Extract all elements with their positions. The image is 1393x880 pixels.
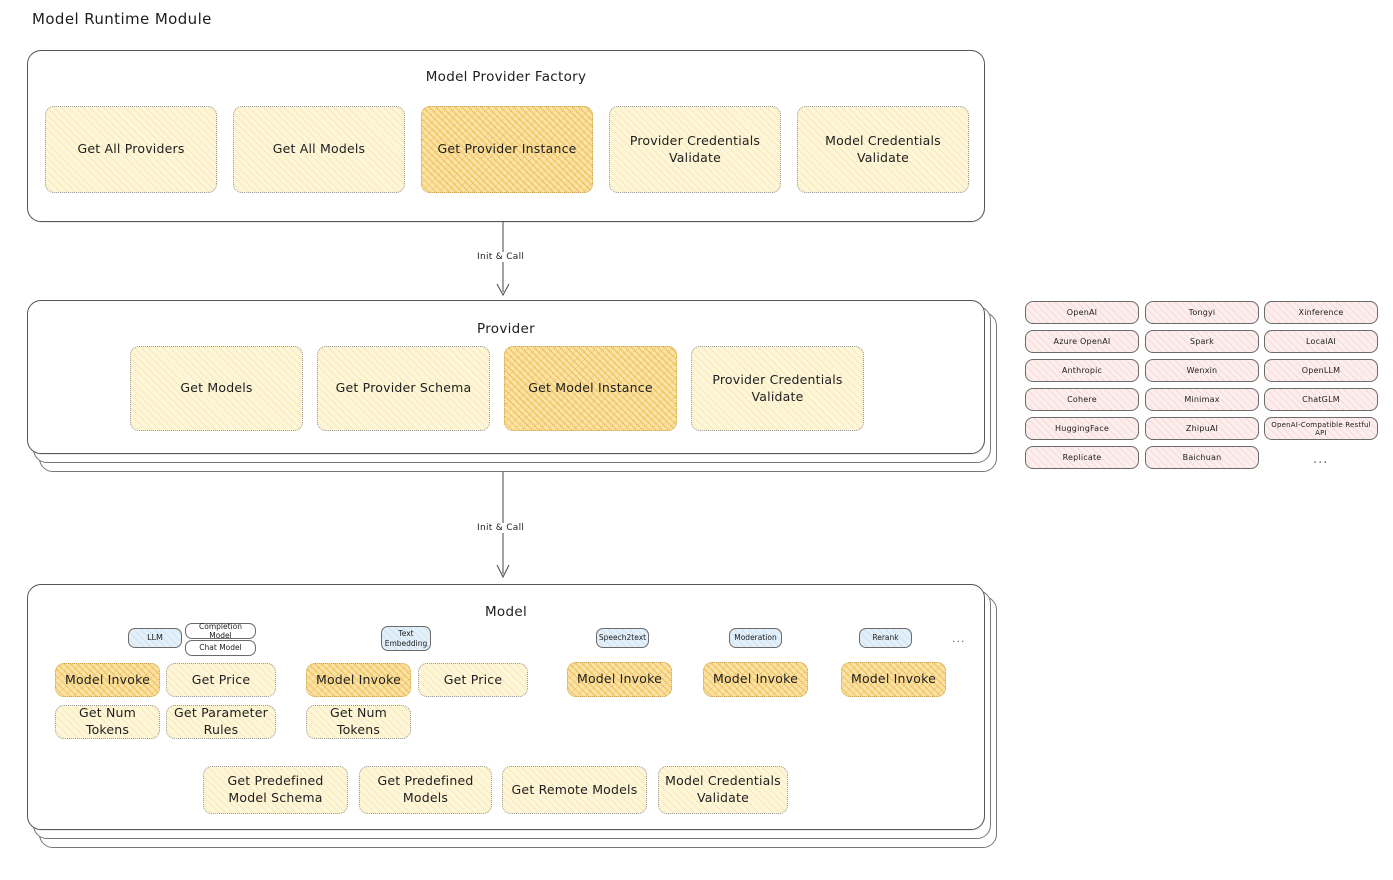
model-type-badge-moderation[interactable]: Moderation	[729, 628, 782, 648]
llm-method-model-invoke[interactable]: Model Invoke	[55, 663, 160, 697]
provider-chip-minimax[interactable]: Minimax	[1145, 388, 1259, 411]
provider-chip-openllm[interactable]: OpenLLM	[1264, 359, 1378, 382]
model-type-badge-text-embedding[interactable]: Text Embedding	[381, 626, 431, 651]
section-title-provider: Provider	[477, 321, 535, 337]
model-common-model-credentials-validate[interactable]: Model Credentials Validate	[658, 766, 788, 814]
rerank-method-model-invoke[interactable]: Model Invoke	[841, 662, 946, 697]
provider-chip-openai[interactable]: OpenAI	[1025, 301, 1139, 324]
provider-chip-spark[interactable]: Spark	[1145, 330, 1259, 353]
model-subtype-badge-chat-model[interactable]: Chat Model	[185, 640, 256, 656]
factory-box-get-all-models[interactable]: Get All Models	[233, 106, 405, 193]
model-common-get-predefined-model-schema[interactable]: Get Predefined Model Schema	[203, 766, 348, 814]
model-common-get-remote-models[interactable]: Get Remote Models	[502, 766, 647, 814]
provider-chip-localai[interactable]: LocalAI	[1264, 330, 1378, 353]
provider-box-get-model-instance[interactable]: Get Model Instance	[504, 346, 677, 431]
model-type-badge-llm[interactable]: LLM	[128, 628, 182, 648]
moderation-method-model-invoke[interactable]: Model Invoke	[703, 662, 808, 697]
arrow-factory-to-provider	[470, 222, 550, 304]
text-embedding-method-get-price[interactable]: Get Price	[418, 663, 528, 697]
model-subtype-badge-completion-model[interactable]: Completion Model	[185, 622, 256, 640]
arrow-label-init-and-call-1: Init & Call	[474, 252, 528, 262]
provider-chip-replicate[interactable]: Replicate	[1025, 446, 1139, 469]
page-title: Model Runtime Module	[32, 10, 212, 28]
provider-chip-anthropic[interactable]: Anthropic	[1025, 359, 1139, 382]
provider-chip-chatglm[interactable]: ChatGLM	[1264, 388, 1378, 411]
factory-box-model-credentials-validate[interactable]: Model Credentials Validate	[797, 106, 969, 193]
provider-chip-cohere[interactable]: Cohere	[1025, 388, 1139, 411]
provider-chip-baichuan[interactable]: Baichuan	[1145, 446, 1259, 469]
model-type-badge-rerank[interactable]: Rerank	[859, 628, 912, 648]
section-title-factory: Model Provider Factory	[425, 69, 587, 85]
factory-box-provider-credentials-validate[interactable]: Provider Credentials Validate	[609, 106, 781, 193]
llm-method-get-price[interactable]: Get Price	[166, 663, 276, 697]
model-types-more-ellipsis: ...	[952, 632, 966, 645]
factory-box-get-all-providers[interactable]: Get All Providers	[45, 106, 217, 193]
provider-list-more-ellipsis: ...	[1313, 452, 1329, 467]
arrow-label-init-and-call-2: Init & Call	[474, 523, 528, 533]
speech2text-method-model-invoke[interactable]: Model Invoke	[567, 662, 672, 697]
provider-box-get-models[interactable]: Get Models	[130, 346, 303, 431]
model-common-get-predefined-models[interactable]: Get Predefined Models	[359, 766, 492, 814]
llm-method-get-parameter-rules[interactable]: Get Parameter Rules	[166, 705, 276, 739]
provider-chip-xinference[interactable]: Xinference	[1264, 301, 1378, 324]
provider-chip-wenxin[interactable]: Wenxin	[1145, 359, 1259, 382]
model-type-badge-speech2text[interactable]: Speech2text	[596, 628, 649, 648]
text-embedding-method-get-num-tokens[interactable]: Get Num Tokens	[306, 705, 411, 739]
provider-box-get-provider-schema[interactable]: Get Provider Schema	[317, 346, 490, 431]
provider-chip-tongyi[interactable]: Tongyi	[1145, 301, 1259, 324]
section-title-model: Model	[484, 604, 528, 620]
provider-box-provider-credentials-validate[interactable]: Provider Credentials Validate	[691, 346, 864, 431]
provider-chip-zhipuai[interactable]: ZhipuAI	[1145, 417, 1259, 440]
provider-chip-openai-compatible-restful-api[interactable]: OpenAI-Compatible Restful API	[1264, 417, 1378, 440]
provider-chip-huggingface[interactable]: HuggingFace	[1025, 417, 1139, 440]
provider-chip-azure-openai[interactable]: Azure OpenAI	[1025, 330, 1139, 353]
text-embedding-method-model-invoke[interactable]: Model Invoke	[306, 663, 411, 697]
llm-method-get-num-tokens[interactable]: Get Num Tokens	[55, 705, 160, 739]
factory-box-get-provider-instance[interactable]: Get Provider Instance	[421, 106, 593, 193]
